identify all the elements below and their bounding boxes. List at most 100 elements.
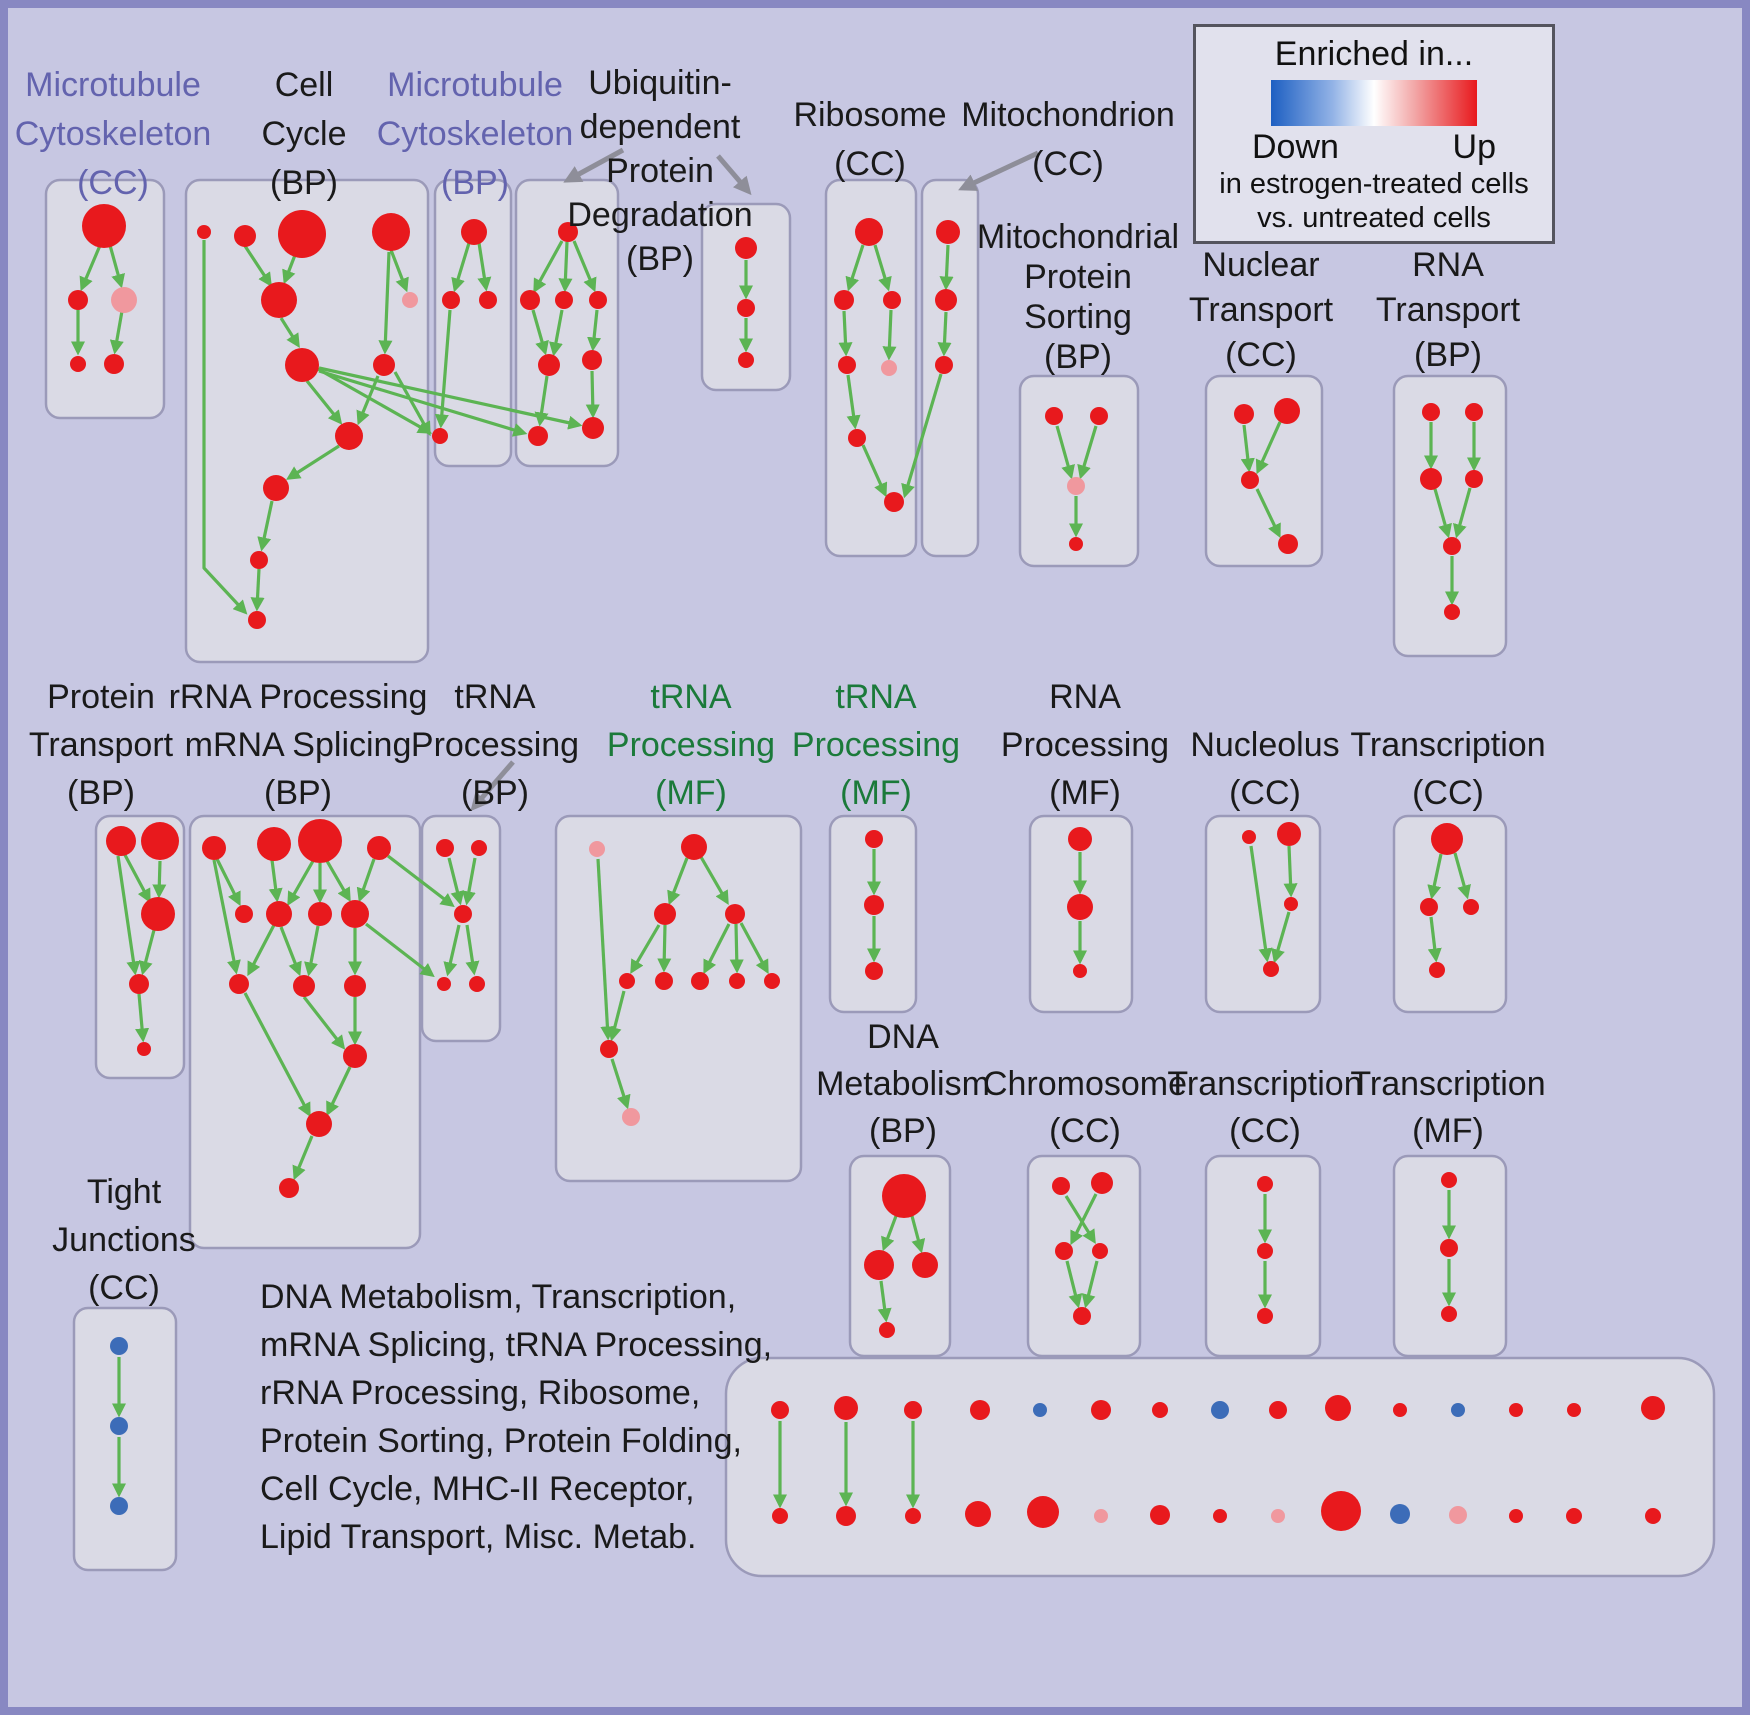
cluster-box-nuclear-transport-cc [1204, 374, 1324, 568]
go-term-node [1429, 962, 1445, 978]
go-term-node [306, 1111, 332, 1137]
relation-edge-arrow [1255, 488, 1281, 539]
legend-title: Enriched in... [1274, 35, 1474, 73]
go-term-node [582, 350, 602, 370]
go-term-node [111, 287, 137, 313]
legend-endpoint-labels: Down Up [1252, 128, 1496, 167]
relation-edge-arrow [465, 924, 480, 976]
go-term-node [1420, 468, 1442, 490]
go-term-node [137, 1042, 151, 1056]
relation-edge-arrow [910, 1215, 926, 1254]
cluster-box-trna-processing-mf-1 [554, 814, 803, 1183]
relation-edge-arrow [365, 922, 435, 978]
go-term-node [471, 840, 487, 856]
relation-edge-arrow [1427, 853, 1443, 900]
go-term-node [1284, 897, 1298, 911]
label-pointer-arrow [716, 154, 752, 196]
go-term-node [1321, 1491, 1361, 1531]
cluster-box-chromosome-cc [1026, 1154, 1142, 1358]
go-term-node [729, 973, 745, 989]
go-term-node [432, 428, 448, 444]
label-pointer-arrow [563, 147, 625, 183]
label-misc-categories: DNA Metabolism, Transcription,mRNA Splic… [260, 1278, 772, 1556]
go-term-node [367, 836, 391, 860]
go-term-node [1509, 1509, 1523, 1523]
go-term-node [1234, 404, 1254, 424]
go-term-node [834, 290, 854, 310]
go-term-node [344, 975, 366, 997]
label-chromosome-cc: Chromosome(CC) [983, 1065, 1187, 1150]
go-term-node [864, 895, 884, 915]
go-term-node [879, 1322, 895, 1338]
relation-edge-arrow [325, 860, 351, 903]
legend-gradient-bar [1271, 80, 1477, 126]
go-term-node [1068, 827, 1092, 851]
go-term-node [1393, 1403, 1407, 1417]
cluster-box-protein-transport-bp [94, 814, 186, 1080]
relation-edge-arrow [873, 244, 892, 292]
relation-edge-arrow [531, 309, 549, 356]
label-transcription-cc-upper: Transcription(CC) [1350, 726, 1545, 812]
relation-edge-arrow [387, 854, 455, 908]
go-term-node [1094, 1509, 1108, 1523]
relation-edge-arrow [572, 240, 597, 293]
go-term-node [558, 222, 578, 242]
relation-edge-arrow [268, 859, 283, 903]
go-term-node [1045, 407, 1063, 425]
relation-edge-arrow [1081, 1260, 1099, 1309]
relation-edge-arrow [378, 251, 393, 355]
go-term-node [936, 220, 960, 244]
go-term-node [1257, 1243, 1273, 1259]
relation-edge-arrow [667, 857, 689, 906]
relation-edge-arrow [549, 309, 564, 357]
relation-edge-arrow [447, 857, 465, 906]
relation-edge-arrow [477, 242, 492, 292]
go-term-node [68, 290, 88, 310]
legend-subtitle-line2: vs. untreated cells [1257, 202, 1491, 234]
go-term-node [1269, 1401, 1287, 1419]
relation-edge-arrow [1255, 421, 1282, 475]
go-term-node [308, 902, 332, 926]
go-term-node [229, 974, 249, 994]
relation-edge-arrow [1427, 916, 1442, 963]
relation-edge-arrow [1249, 845, 1273, 963]
relation-edge-arrow [1283, 845, 1298, 898]
cluster-box-microtubule-cytoskeleton-bp [433, 178, 513, 468]
go-term-node [965, 1501, 991, 1527]
relation-edge-arrow [202, 240, 248, 615]
relation-edge-arrow [215, 858, 241, 907]
go-term-node [582, 417, 604, 439]
go-term-node [1150, 1505, 1170, 1525]
relation-edge-arrow [302, 996, 346, 1050]
go-term-node [110, 1417, 128, 1435]
go-term-node [335, 422, 363, 450]
go-term-node [110, 1497, 128, 1515]
go-term-node [1257, 1308, 1273, 1324]
go-term-node [520, 290, 540, 310]
go-term-node [834, 1396, 858, 1420]
go-term-node [655, 972, 673, 990]
go-term-node [436, 839, 454, 857]
go-term-node [1440, 1239, 1458, 1257]
go-term-node [373, 354, 395, 376]
go-term-node [1073, 964, 1087, 978]
label-mitochondrion-cc: Mitochondrion(CC) [961, 96, 1175, 183]
cluster-box-nucleolus-cc [1204, 814, 1322, 1014]
go-term-node [912, 1252, 938, 1278]
legend-up-label: Up [1452, 128, 1496, 166]
go-term-node [600, 1040, 618, 1058]
go-term-node [263, 475, 289, 501]
go-term-node [691, 972, 709, 990]
go-term-node [589, 291, 607, 309]
go-term-node [1213, 1509, 1227, 1523]
relation-edge-arrow [845, 244, 865, 292]
relation-edge-arrow [443, 924, 461, 977]
go-term-node [882, 1174, 926, 1218]
label-pointer-arrow [958, 150, 1040, 191]
relation-edge-arrow [250, 568, 265, 612]
go-term-node [257, 827, 291, 861]
